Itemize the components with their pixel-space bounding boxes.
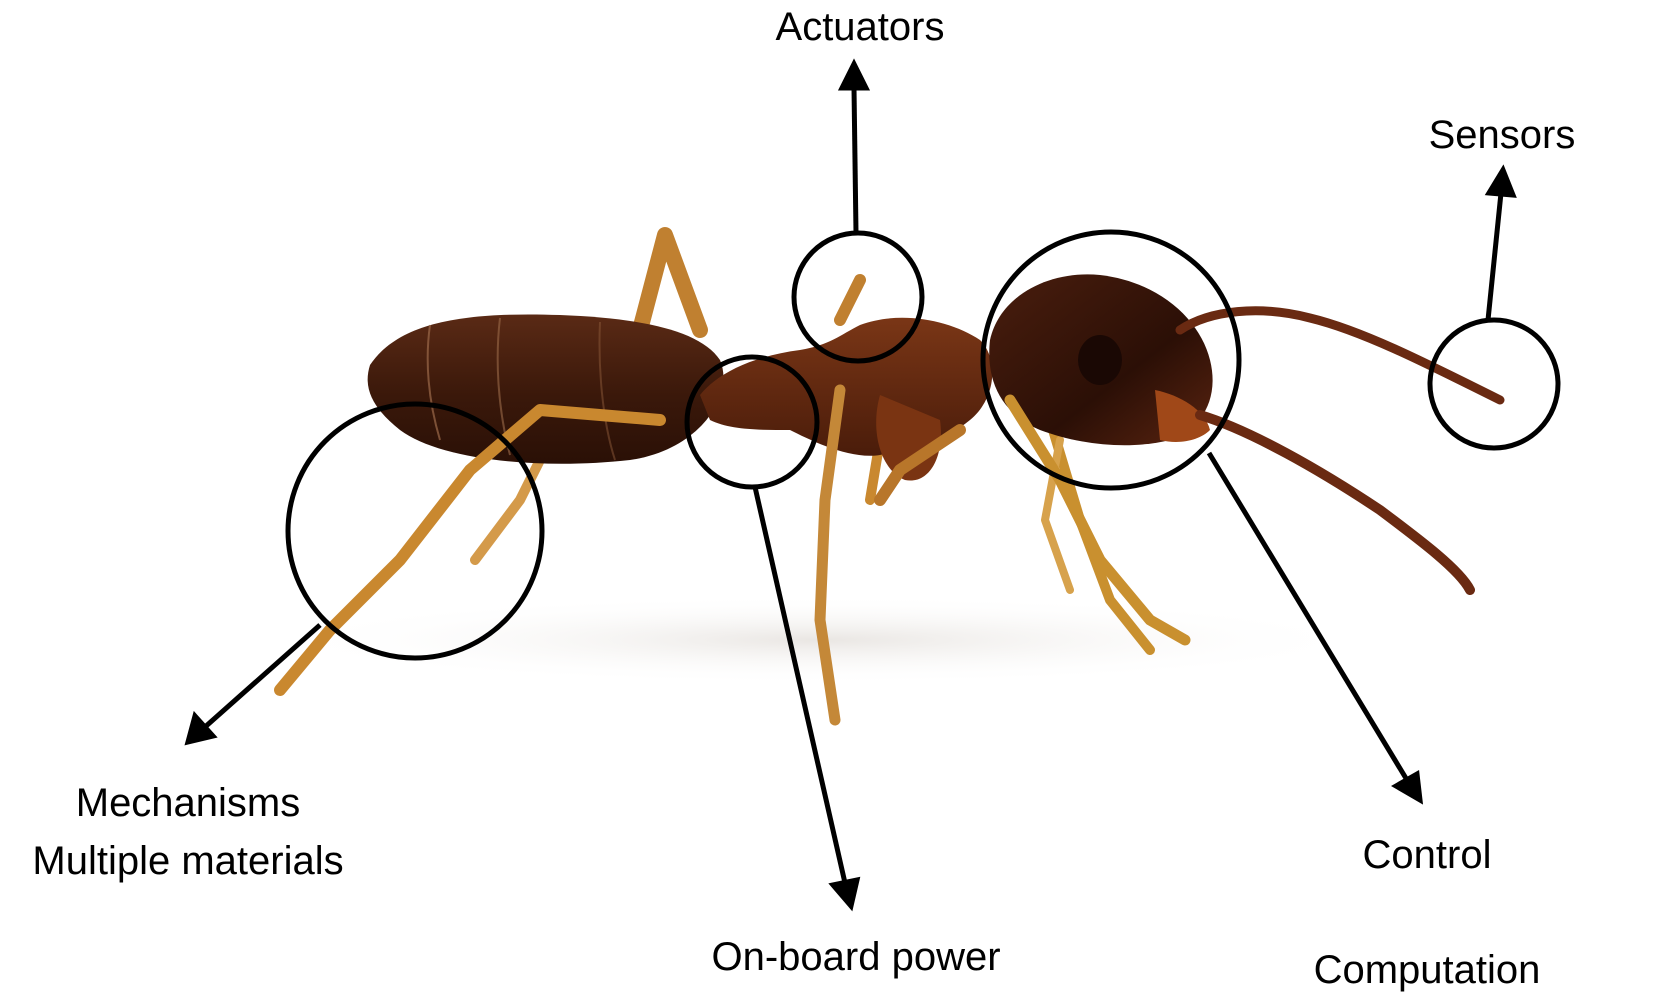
ant-gaster bbox=[368, 314, 724, 463]
arrow-actuators bbox=[854, 88, 856, 233]
annotation-arrows bbox=[188, 64, 1513, 906]
circle-sensors bbox=[1430, 320, 1558, 448]
arrow-sensors bbox=[1488, 193, 1501, 320]
label-actuators: Actuators bbox=[776, 2, 945, 52]
label-control: Control bbox=[1363, 830, 1492, 880]
ant-antennae bbox=[1180, 311, 1500, 590]
label-computation: Computation bbox=[1314, 945, 1541, 995]
label-multiple-materials: Multiple materials bbox=[32, 836, 343, 886]
label-on-board-power: On-board power bbox=[711, 932, 1000, 982]
label-mechanisms: Mechanisms bbox=[76, 778, 301, 828]
label-sensors: Sensors bbox=[1429, 110, 1576, 160]
ant-thorax bbox=[700, 318, 992, 481]
